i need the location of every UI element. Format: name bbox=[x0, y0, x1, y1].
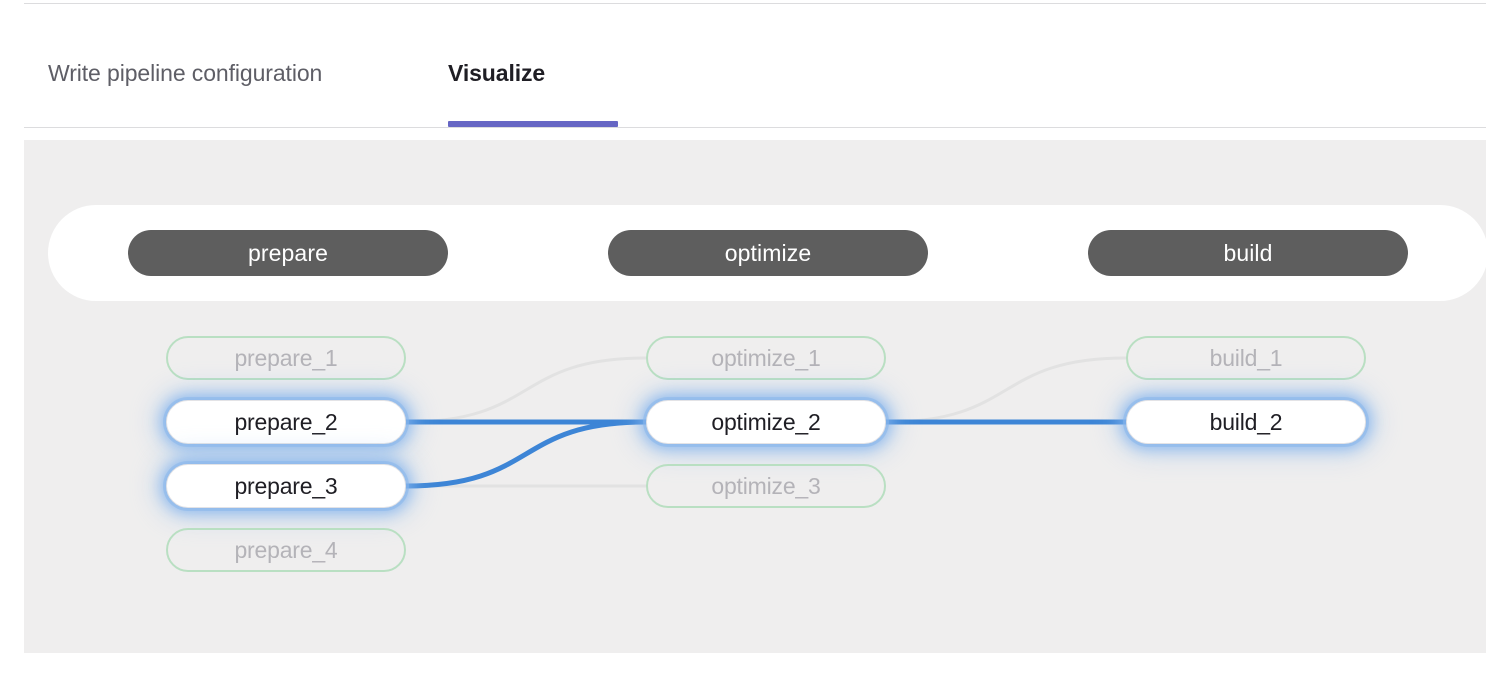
job-node-optimize_2[interactable]: optimize_2 bbox=[646, 400, 886, 444]
job-node-prepare_3[interactable]: prepare_3 bbox=[166, 464, 406, 508]
job-node-optimize_3[interactable]: optimize_3 bbox=[646, 464, 886, 508]
job-node-build_1[interactable]: build_1 bbox=[1126, 336, 1366, 380]
tab-active-indicator bbox=[448, 121, 618, 127]
stage-pill-build[interactable]: build bbox=[1088, 230, 1408, 276]
stage-pill-prepare[interactable]: prepare bbox=[128, 230, 448, 276]
tab-bar: Write pipeline configuration Visualize bbox=[24, 36, 1486, 128]
stage-header-bar: prepare optimize build bbox=[48, 205, 1486, 301]
tab-label: Visualize bbox=[448, 60, 546, 86]
tab-write-pipeline-configuration[interactable]: Write pipeline configuration bbox=[48, 36, 322, 128]
pipeline-graph: prepare_1 prepare_2 prepare_3 prepare_4 opti… bbox=[24, 140, 1486, 653]
job-node-build_2[interactable]: build_2 bbox=[1126, 400, 1366, 444]
job-node-prepare_2[interactable]: prepare_2 bbox=[166, 400, 406, 444]
tab-bar-divider bbox=[24, 127, 1486, 128]
edge-prepare_2-to-optimize_1 bbox=[404, 356, 648, 424]
job-node-prepare_1[interactable]: prepare_1 bbox=[166, 336, 406, 380]
edge-optimize_2-to-build_1 bbox=[884, 356, 1128, 424]
edge-prepare_3-to-optimize_2 bbox=[403, 419, 649, 489]
job-node-optimize_1[interactable]: optimize_1 bbox=[646, 336, 886, 380]
tab-visualize[interactable]: Visualize bbox=[448, 36, 545, 128]
pipeline-edges bbox=[403, 356, 1129, 489]
top-divider bbox=[24, 3, 1486, 4]
stage-pill-optimize[interactable]: optimize bbox=[608, 230, 928, 276]
tab-label: Write pipeline configuration bbox=[48, 60, 323, 86]
job-node-prepare_4[interactable]: prepare_4 bbox=[166, 528, 406, 572]
